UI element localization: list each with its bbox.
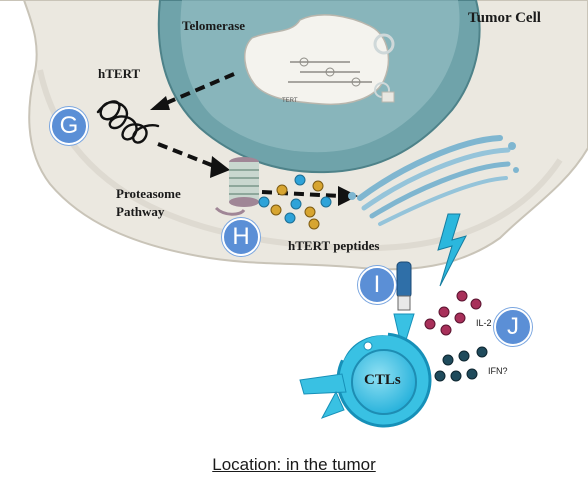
ctls-label: CTLs xyxy=(364,372,401,388)
cytotoxic-signal-lightning xyxy=(437,213,467,287)
golgi-apparatus xyxy=(348,135,519,226)
htert-strand xyxy=(96,100,160,144)
tert-label: TERT xyxy=(282,98,298,104)
il2-label: IL-2 xyxy=(476,318,492,328)
t-cell-receptor xyxy=(393,261,415,341)
marker-j: J xyxy=(494,308,532,346)
pathway-label: Pathway xyxy=(116,204,165,219)
telomerase-enzyme: TERT xyxy=(244,14,395,106)
ifn-cytokines xyxy=(434,346,488,382)
dashed-arrows xyxy=(157,72,341,198)
telomerase-label: Telomerase xyxy=(182,18,246,33)
marker-g: G xyxy=(50,107,88,145)
tumor-cell-label: Tumor Cell xyxy=(468,10,541,26)
htert-peptides-cluster xyxy=(258,174,332,230)
marker-h: H xyxy=(222,218,260,256)
location-caption: Location: in the tumor xyxy=(212,455,376,474)
htert-peptides-label: hTERT peptides xyxy=(288,238,380,253)
proteasome-icon xyxy=(214,157,259,216)
ifn-label: IFN? xyxy=(488,366,508,376)
proteasome-label: Proteasome xyxy=(116,186,181,201)
htert-label: hTERT xyxy=(98,66,141,81)
il2-cytokines xyxy=(424,290,482,336)
marker-i: I xyxy=(358,266,396,304)
ctl-cell xyxy=(299,332,432,428)
